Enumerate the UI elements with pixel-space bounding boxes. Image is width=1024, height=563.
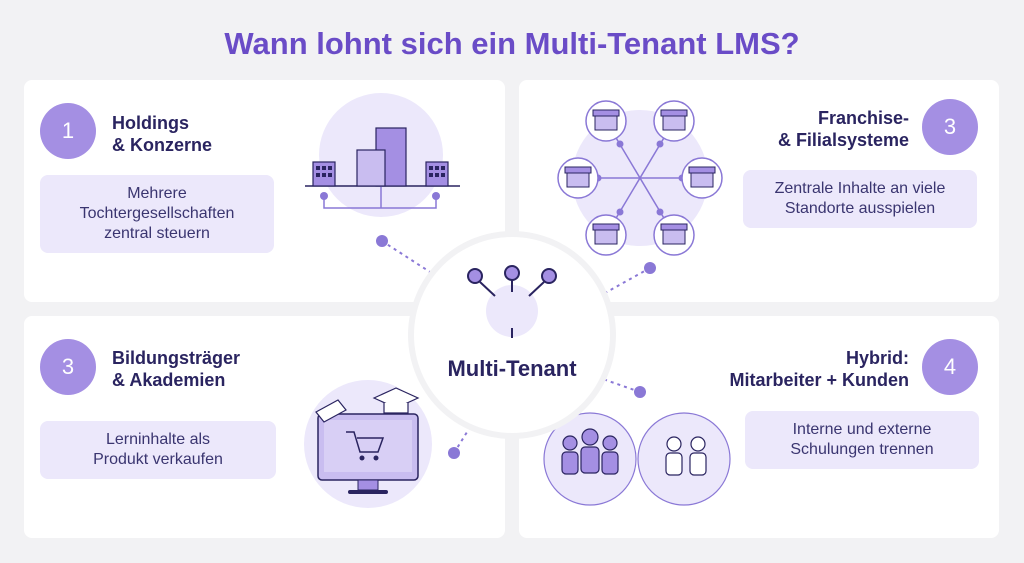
description-line: Zentrale Inhalte an viele xyxy=(774,180,946,197)
connector-bottom-left xyxy=(453,423,473,454)
heading-line: Hybrid: xyxy=(846,348,909,368)
card-education-description: Lerninhalte als Produkt verkaufen xyxy=(40,421,276,479)
heading-line: Mitarbeiter + Kunden xyxy=(729,370,909,390)
description-line: Lerninhalte als xyxy=(105,431,211,448)
heading-line: Bildungsträger xyxy=(112,348,241,368)
store-icon xyxy=(653,100,695,142)
card-holdings-description: Mehrere Tochtergesellschaften zentral st… xyxy=(40,175,274,253)
academy-monitor-icon xyxy=(304,380,432,508)
store-icon xyxy=(585,214,627,256)
description-line: zentral steuern xyxy=(104,225,210,242)
description-line: Schulungen trennen xyxy=(790,441,934,458)
connector-top-left xyxy=(381,240,431,273)
description-line: Tochtergesellschaften xyxy=(79,205,235,222)
store-icon xyxy=(585,100,627,142)
card-education-heading: Bildungsträger & Akademien xyxy=(112,347,240,391)
page-title: Wann lohnt sich ein Multi-Tenant LMS? xyxy=(224,26,800,61)
description-line: Mehrere xyxy=(127,185,187,202)
description-line: Standorte ausspielen xyxy=(784,200,936,217)
store-icon xyxy=(681,157,723,199)
store-icon xyxy=(557,157,599,199)
heading-line: Franchise- xyxy=(817,108,909,128)
connector-lines xyxy=(381,240,651,454)
card-hybrid-heading: Hybrid: Mitarbeiter + Kunden xyxy=(729,347,909,391)
center-label: Multi-Tenant xyxy=(447,356,577,381)
heading-line: & Akademien xyxy=(112,370,226,390)
description-line: Interne und externe xyxy=(792,421,932,438)
heading-line: Holdings xyxy=(112,113,189,133)
card-holdings-number: 1 xyxy=(40,103,96,159)
card-education-number: 3 xyxy=(40,339,96,395)
card-holdings-heading: Holdings & Konzerne xyxy=(112,112,212,156)
description-line: Produkt verkaufen xyxy=(93,451,223,468)
card-hybrid-description: Interne und externe Schulungen trennen xyxy=(745,411,979,469)
connector-dots xyxy=(376,235,656,459)
card-franchise-number: 3 xyxy=(922,99,978,155)
people-groups-icon xyxy=(543,412,731,506)
heading-line: & Filialsysteme xyxy=(777,130,909,150)
store-icon xyxy=(653,214,695,256)
card-franchise-heading: Franchise- & Filialsysteme xyxy=(778,107,909,151)
network-pins-icon xyxy=(467,265,557,338)
card-franchise-description: Zentrale Inhalte an viele Standorte auss… xyxy=(743,170,977,228)
connector-top-right xyxy=(595,267,651,299)
connector-bottom-right xyxy=(599,377,641,393)
buildings-icon xyxy=(305,93,460,217)
card-hybrid-number: 4 xyxy=(922,339,978,395)
heading-line: & Konzerne xyxy=(112,135,213,155)
